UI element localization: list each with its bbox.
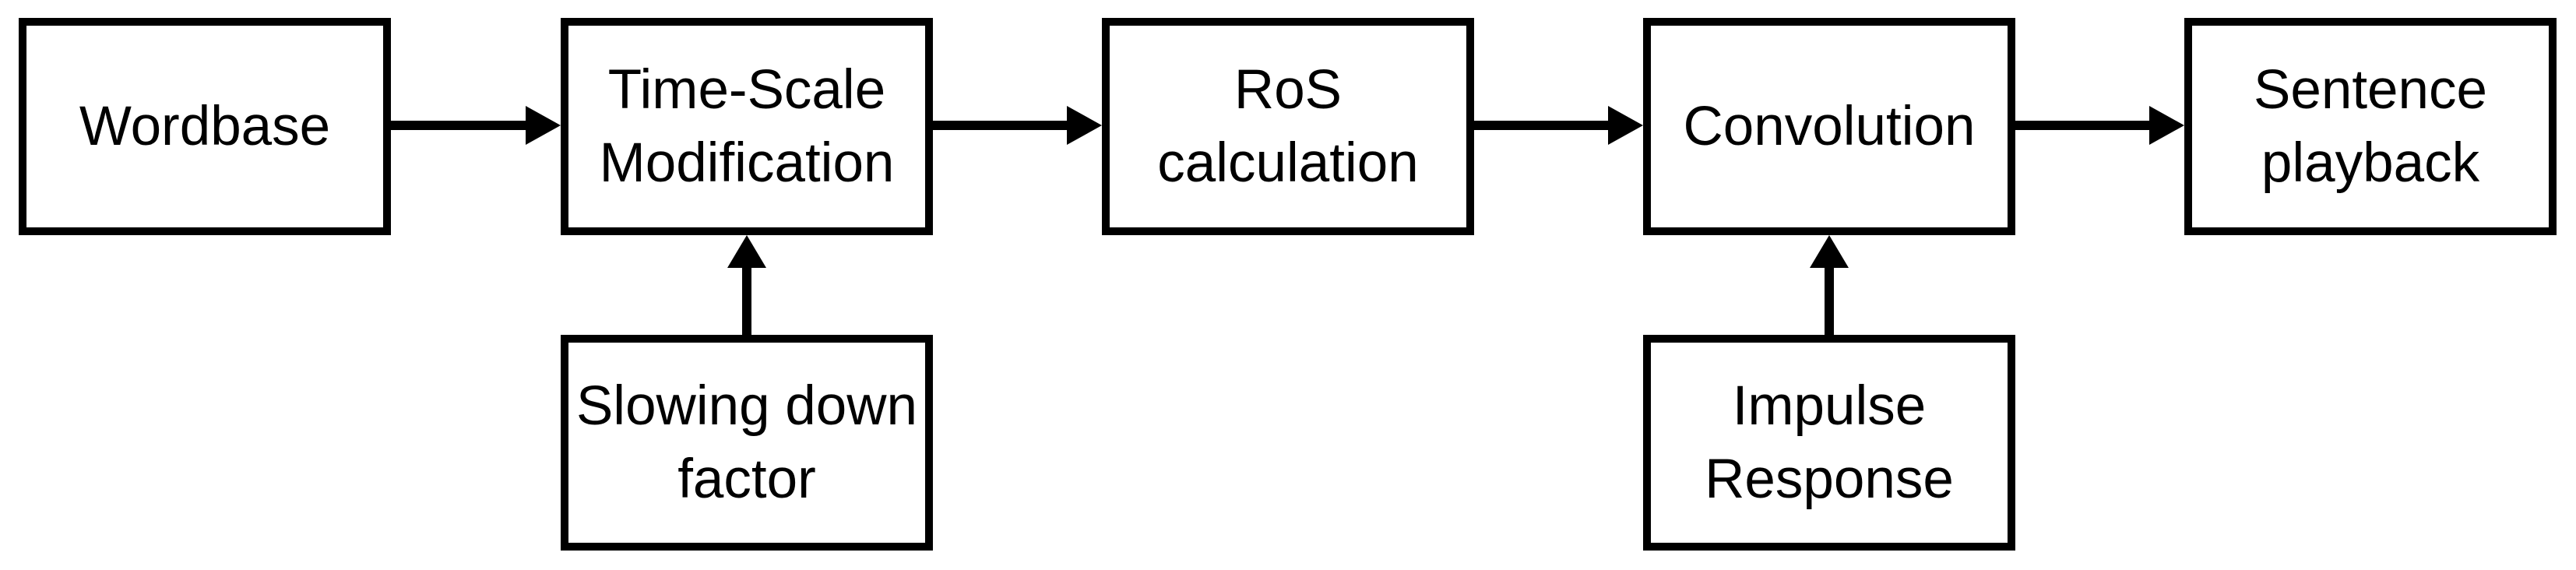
node-slowing-down-factor-label: Slowing down factor	[575, 375, 918, 510]
node-convolution: Convolution	[1643, 18, 2015, 235]
arrow-shaft	[933, 121, 1071, 130]
node-convolution-label: Convolution	[1683, 95, 1976, 157]
arrow-right-icon	[391, 106, 561, 145]
arrow-right-icon	[933, 106, 1102, 145]
arrow-right-icon	[1474, 106, 1643, 145]
arrow-shaft	[742, 265, 751, 335]
arrow-head-icon	[1067, 106, 1102, 145]
node-sentence-playback: Sentence playback	[2184, 18, 2557, 235]
node-wordbase: Wordbase	[19, 18, 391, 235]
node-time-scale-modification: Time-Scale Modification	[561, 18, 933, 235]
arrow-shaft	[2015, 121, 2153, 130]
node-ros-calculation-label: RoS calculation	[1157, 58, 1419, 194]
arrow-up-icon	[727, 235, 766, 335]
arrow-shaft	[1825, 265, 1834, 335]
arrow-head-icon	[526, 106, 561, 145]
arrow-shaft	[391, 121, 530, 130]
node-slowing-down-factor: Slowing down factor	[561, 335, 933, 551]
node-impulse-response-label: Impulse Response	[1705, 375, 1954, 510]
node-impulse-response: Impulse Response	[1643, 335, 2015, 551]
arrow-up-icon	[1810, 235, 1849, 335]
arrow-head-icon	[1810, 235, 1849, 268]
node-time-scale-modification-label: Time-Scale Modification	[599, 58, 895, 194]
arrow-shaft	[1474, 121, 1612, 130]
arrow-head-icon	[727, 235, 766, 268]
arrow-head-icon	[1608, 106, 1643, 145]
node-ros-calculation: RoS calculation	[1102, 18, 1474, 235]
node-sentence-playback-label: Sentence playback	[2253, 58, 2488, 194]
arrow-head-icon	[2149, 106, 2184, 145]
node-wordbase-label: Wordbase	[79, 95, 331, 157]
arrow-right-icon	[2015, 106, 2184, 145]
